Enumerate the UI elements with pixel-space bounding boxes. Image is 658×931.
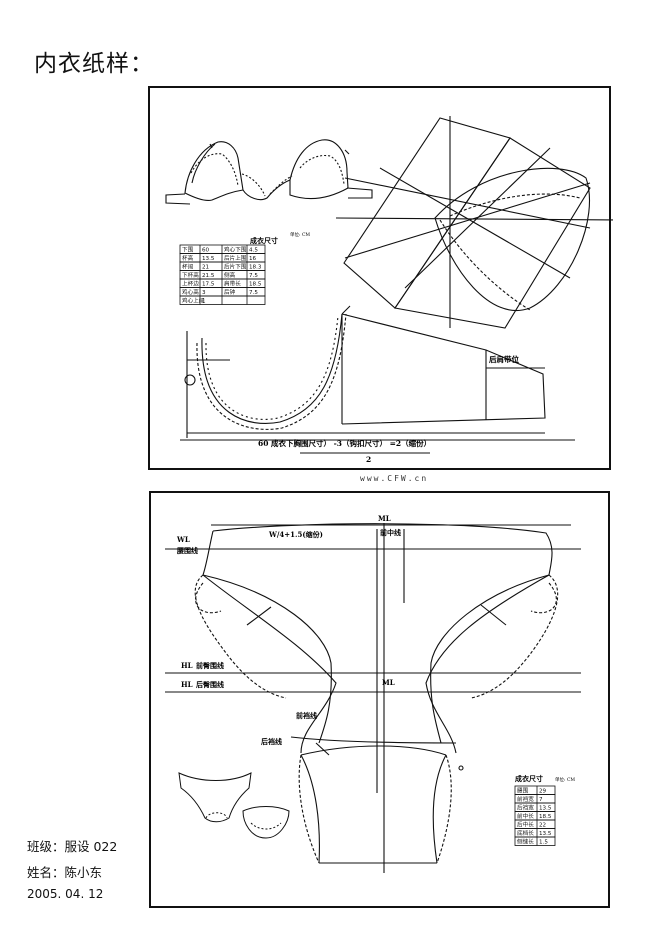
hl-label-front: HL bbox=[181, 661, 193, 670]
bra-table-cell: 杯高 bbox=[182, 254, 194, 262]
back-hip-label: 后臀围线 bbox=[196, 680, 224, 689]
brief-table-cell: 前中长 bbox=[517, 812, 534, 820]
bra-table-cell: 1 bbox=[202, 299, 206, 305]
brief-table-cell: 后中长 bbox=[517, 821, 534, 829]
cup-pattern bbox=[335, 116, 613, 329]
brief-table-cell: 18.5 bbox=[539, 814, 552, 820]
name-info: 姓名：陈小东 bbox=[27, 865, 103, 880]
brief-pattern-drawing: ML 前中线 WL 腰围线 W/4+1.5(缩份) HL 前臀围线 HL 后臀围… bbox=[165, 514, 581, 873]
brief-table-cell: 前裆宽 bbox=[517, 795, 534, 803]
watermark: www.CFW.cn bbox=[360, 474, 429, 483]
bra-illustration bbox=[165, 139, 373, 205]
page-title: 内衣纸样： bbox=[34, 51, 154, 77]
brief-table-title: 成衣尺寸 bbox=[515, 774, 543, 783]
brief-table-cell: 7 bbox=[539, 797, 543, 803]
ml-label-bottom: ML bbox=[382, 678, 395, 687]
bra-formula-denominator: 2 bbox=[366, 455, 371, 464]
class-info: 班级：服设 022 bbox=[27, 839, 118, 854]
bra-table-cell: 18.3 bbox=[249, 265, 262, 271]
brief-sketch bbox=[178, 772, 252, 823]
hl-label-back: HL bbox=[181, 680, 193, 689]
brief-table-cell: 1.5 bbox=[539, 840, 548, 846]
front-hip-label: 前臀围线 bbox=[196, 661, 224, 670]
brief-back-sketch bbox=[242, 806, 290, 839]
bra-table-cell: 7.5 bbox=[249, 290, 258, 296]
bra-table-cell: 鸡心上阔 bbox=[182, 297, 205, 305]
brief-pattern-panel: ML 前中线 WL 腰围线 W/4+1.5(缩份) HL 前臀围线 HL 后臀围… bbox=[149, 491, 610, 908]
brief-table-row bbox=[514, 836, 556, 846]
brief-table-cell: 侧缝长 bbox=[517, 838, 534, 846]
brief-table-cell: 底档长 bbox=[517, 829, 534, 837]
bra-table-cell: 17.5 bbox=[202, 282, 215, 288]
band-pattern bbox=[180, 305, 575, 454]
waist-formula-label: W/4+1.5(缩份) bbox=[268, 530, 323, 539]
brief-size-table: 成衣尺寸 单位: CM 腰围 29 前裆宽 7 后裆宽 13.5 前中长 18.5 后中长 22 底… bbox=[514, 774, 575, 846]
bra-table-cell: 16 bbox=[249, 256, 257, 262]
back-crotch-label: 后裆线 bbox=[261, 737, 282, 746]
bra-table-row bbox=[179, 295, 266, 305]
front-center-label: 前中线 bbox=[380, 528, 401, 537]
brief-table-cell: 29 bbox=[539, 789, 547, 795]
bra-table-cell: 后钟 bbox=[224, 288, 236, 296]
bra-table-cell: 下围 bbox=[182, 247, 194, 254]
bra-table-cell: 肩带长 bbox=[224, 280, 241, 288]
brief-table-cell: 腰围 bbox=[517, 788, 529, 795]
bra-table-cell: 3 bbox=[202, 290, 206, 296]
front-crotch-label: 前裆线 bbox=[296, 711, 317, 720]
bra-table-title: 成衣尺寸 bbox=[250, 236, 278, 245]
date-info: 2005. 04. 12 bbox=[27, 887, 104, 901]
bra-table-cell: 13.5 bbox=[202, 256, 215, 262]
brief-table-cell: 后裆宽 bbox=[517, 804, 534, 812]
brief-table-cell: 22 bbox=[539, 823, 546, 829]
bra-table-cell: 60 bbox=[202, 248, 210, 254]
back-band-label: 后肩带位 bbox=[489, 354, 519, 364]
brief-table-unit: 单位: CM bbox=[555, 776, 575, 783]
bra-table-cell: 鸡心高 bbox=[182, 288, 199, 296]
brief-construction bbox=[165, 523, 581, 873]
ml-label-top: ML bbox=[378, 514, 391, 523]
bra-table-unit: 单位: CM bbox=[290, 231, 310, 238]
waist-line-label: 腰围线 bbox=[176, 546, 198, 555]
bra-table-cell: 鸡心下围 bbox=[224, 246, 247, 254]
bra-table-cell: 下杯高 bbox=[182, 271, 199, 279]
bra-formula: 60 成衣下胸围尺寸） -3（钩扣尺寸） =2（缩份） bbox=[258, 438, 431, 448]
brief-table-cell: 13.5 bbox=[539, 831, 552, 837]
bra-table-cell: 上杯边 bbox=[182, 280, 199, 288]
brief-table-cell: 13.5 bbox=[539, 806, 552, 812]
bra-table-cell: 21 bbox=[202, 265, 210, 271]
bra-table-cell: 杯阔 bbox=[182, 263, 194, 271]
bra-table-cell: 后片上围 bbox=[224, 254, 247, 262]
bra-table-cell: 后片下围 bbox=[224, 263, 247, 271]
bra-table-cell: 侧高 bbox=[224, 271, 236, 279]
bra-table-cell: 21.5 bbox=[202, 273, 215, 279]
bra-table-cell: 7.5 bbox=[249, 273, 258, 279]
wl-label: WL bbox=[176, 535, 190, 544]
bra-table-cell: 4.5 bbox=[249, 248, 258, 254]
bra-table-cell: 18.5 bbox=[249, 282, 262, 288]
